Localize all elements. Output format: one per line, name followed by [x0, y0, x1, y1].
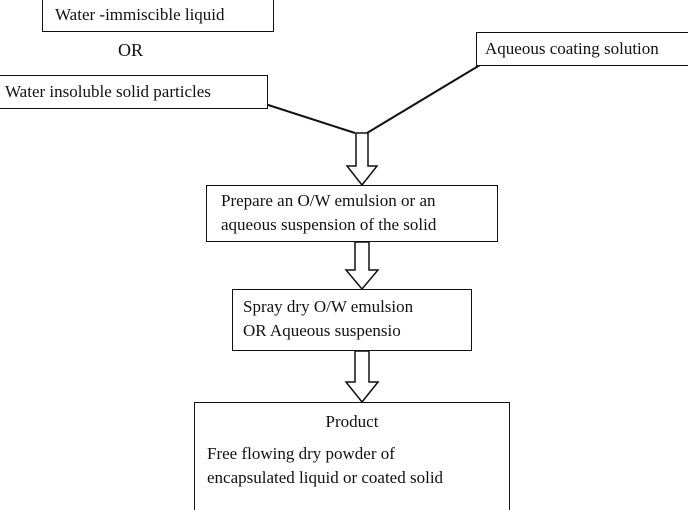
- arrow-down-2: [344, 241, 380, 291]
- connector-line-left: [261, 102, 356, 134]
- product-line-2: encapsulated liquid or coated solid: [207, 468, 444, 487]
- product-box: Product Free flowing dry powder of encap…: [194, 402, 510, 510]
- aqueous-coating-solution-label: Aqueous coating solution: [485, 39, 659, 58]
- water-insoluble-solid-label: Water insoluble solid particles: [5, 82, 211, 101]
- water-insoluble-solid-box: Water insoluble solid particles: [0, 75, 268, 109]
- prepare-emulsion-line-1: Prepare an O/W emulsion or an: [221, 191, 436, 210]
- water-immiscible-liquid-box: Water -immiscible liquid: [42, 0, 274, 32]
- spray-dry-box: Spray dry O/W emulsion OR Aqueous suspen…: [232, 289, 472, 351]
- or-label: OR: [118, 40, 144, 60]
- spray-dry-line-2: OR Aqueous suspensio: [243, 321, 401, 340]
- prepare-emulsion-box: Prepare an O/W emulsion or an aqueous su…: [206, 185, 498, 242]
- aqueous-coating-solution-box: Aqueous coating solution: [476, 32, 688, 66]
- arrow-down-1: [345, 132, 379, 187]
- water-immiscible-liquid-label: Water -immiscible liquid: [55, 5, 225, 24]
- spray-dry-line-1: Spray dry O/W emulsion: [243, 297, 414, 316]
- product-line-1: Free flowing dry powder of: [207, 444, 395, 463]
- prepare-emulsion-line-2: aqueous suspension of the solid: [221, 215, 437, 234]
- connector-line-right: [366, 64, 481, 134]
- product-title: Product: [325, 412, 379, 431]
- arrow-down-3: [344, 350, 380, 404]
